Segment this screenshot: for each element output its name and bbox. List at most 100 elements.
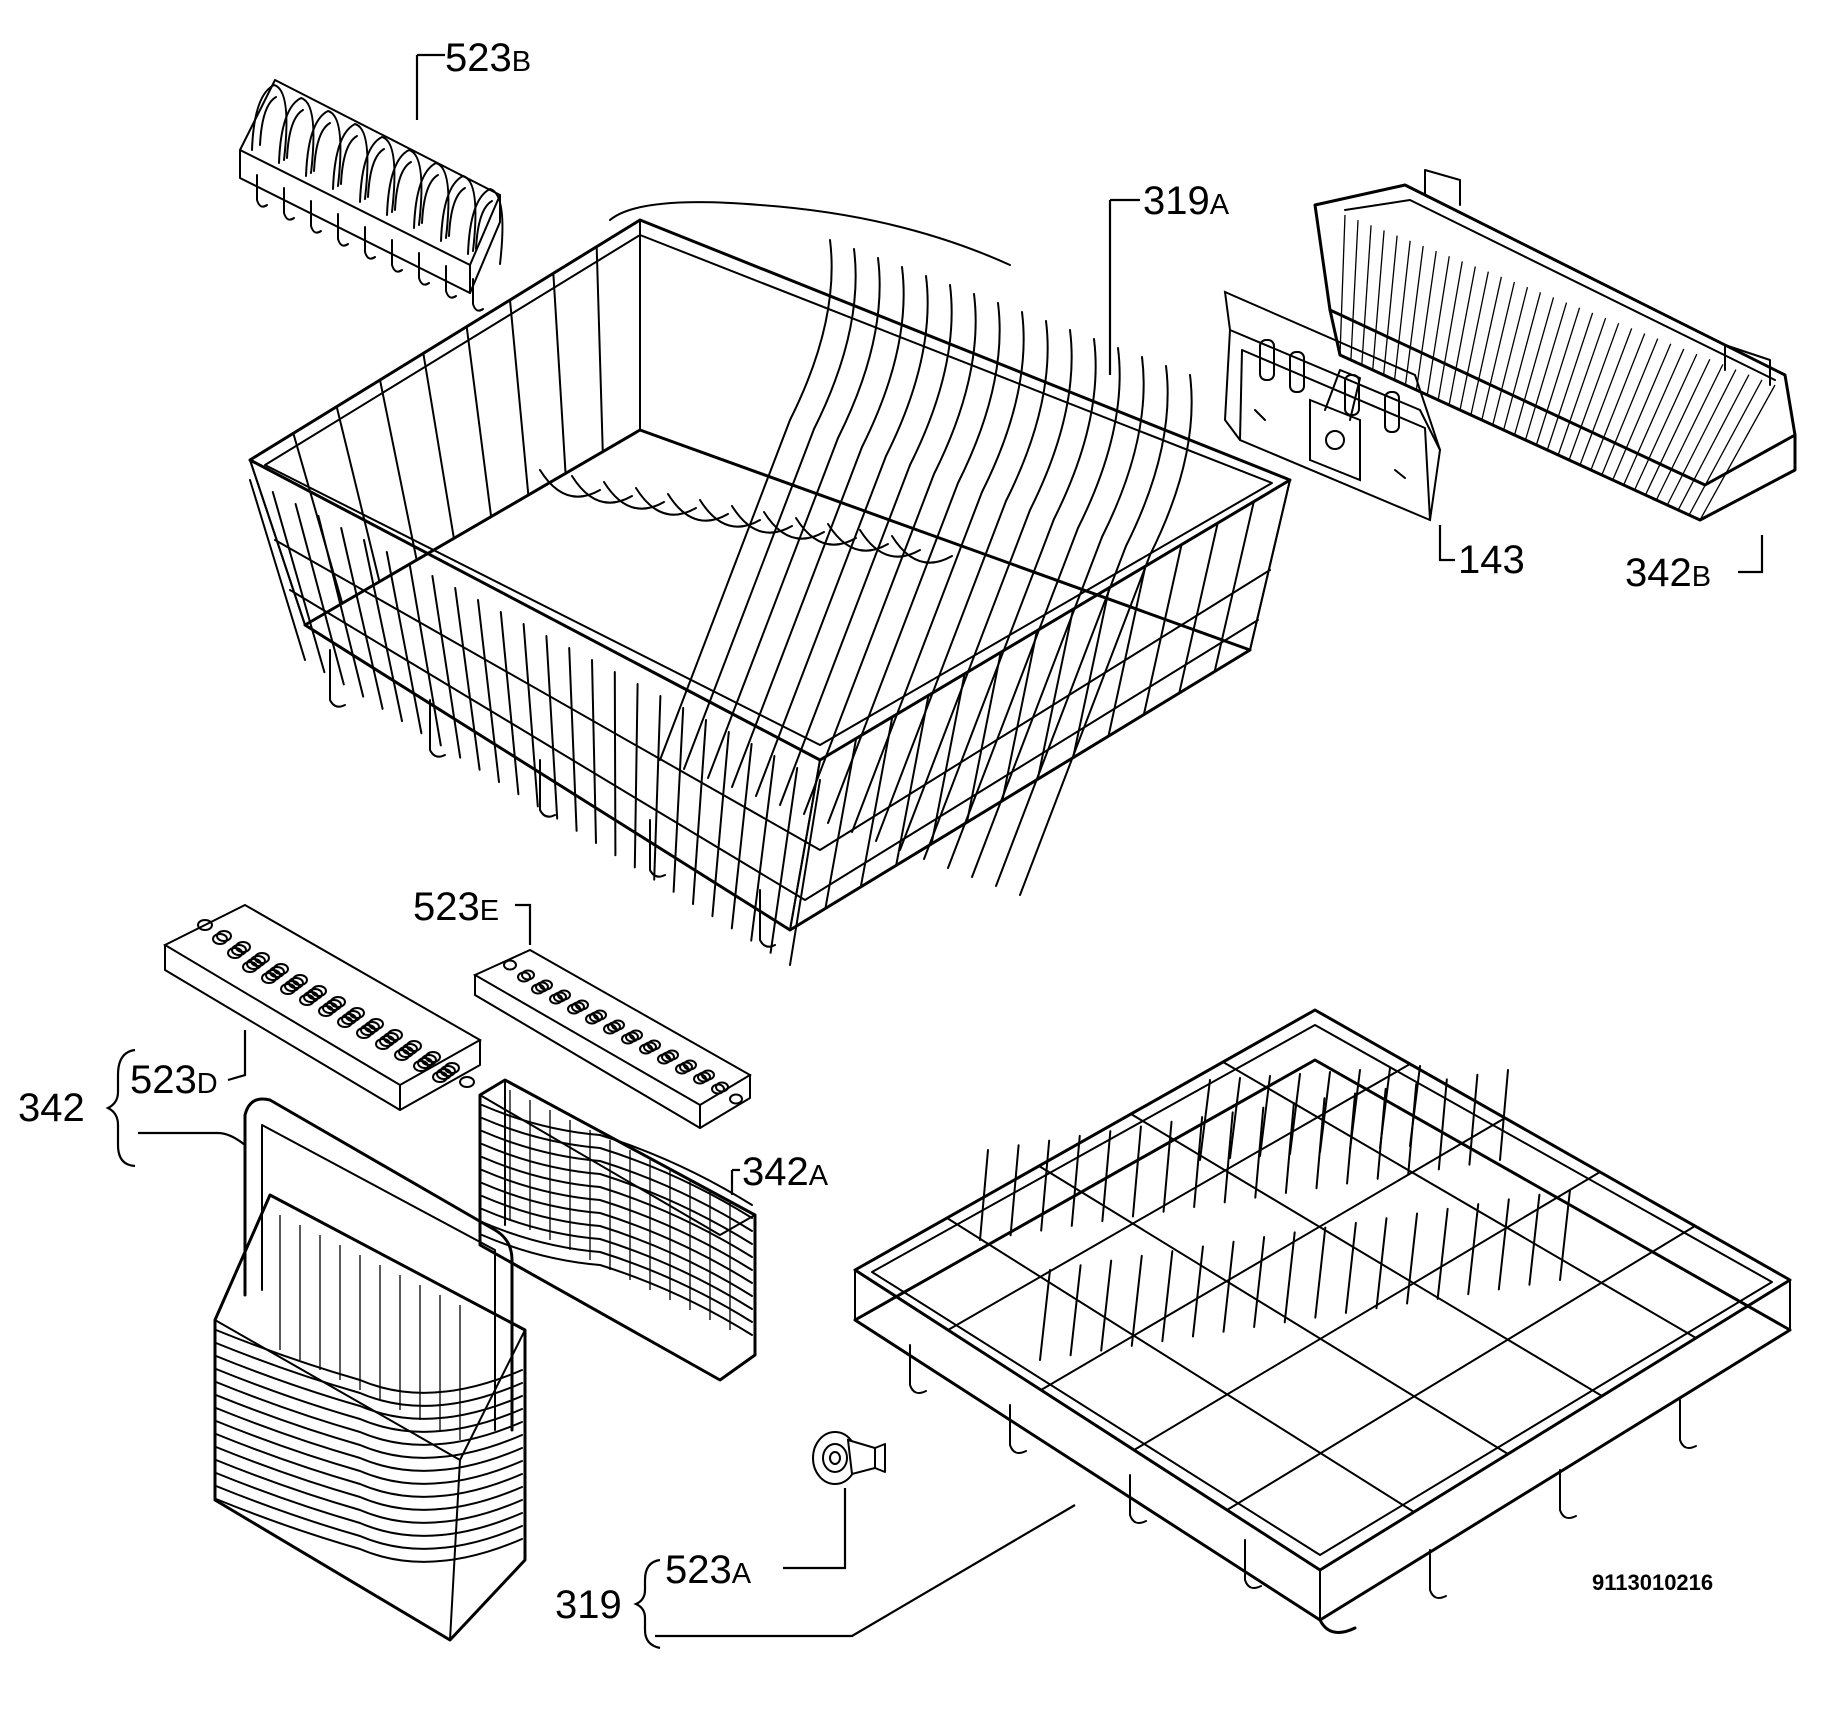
wire-stroke (413, 162, 450, 239)
wire-stroke (481, 1221, 753, 1323)
wire-stroke (1677, 374, 1750, 511)
lid-slot (273, 963, 289, 975)
wire-stroke (215, 1381, 523, 1446)
cutlery-lid-small-part (472, 948, 752, 1129)
wire-stroke (249, 479, 306, 661)
wire-stroke (251, 84, 288, 161)
wire-stroke (1415, 250, 1437, 391)
wire-stroke (545, 635, 559, 820)
wire-stroke (340, 135, 358, 185)
wire-stroke (1162, 1120, 1173, 1213)
wire-stroke (995, 365, 1169, 887)
wire-stroke (603, 481, 665, 510)
cup-rack-part (239, 79, 504, 312)
lid-slot (406, 1040, 422, 1052)
wire-stroke (1040, 1139, 1051, 1232)
wire-stroke (215, 1407, 523, 1472)
wire-stroke (1101, 1130, 1112, 1223)
wire-stroke (509, 299, 530, 496)
wire-stroke (1009, 1404, 1027, 1454)
wire-stroke (445, 265, 457, 299)
lid-slot (360, 1024, 376, 1036)
wire-stroke (391, 239, 403, 273)
cutlery-lid-large-part (162, 903, 483, 1111)
wire-stroke (571, 475, 633, 504)
wire-stroke (730, 743, 753, 930)
wire-stroke (313, 122, 331, 172)
wire-stroke (1568, 322, 1620, 461)
wire-stroke (1688, 379, 1763, 516)
wire-stroke (789, 759, 821, 931)
lid-slot (227, 947, 243, 959)
wire-stroke (481, 1169, 753, 1271)
wire-stroke (1193, 1116, 1204, 1209)
lid-slot (585, 1013, 599, 1025)
wire-stroke (1036, 608, 1075, 781)
basket-wheel-part (812, 1431, 886, 1485)
lid-slot (337, 1016, 353, 1028)
wire-stroke (421, 174, 439, 224)
lid-slot (531, 983, 545, 995)
wire-stroke (1361, 225, 1372, 366)
lid-slot (432, 1071, 448, 1083)
wire-stroke (481, 1234, 753, 1336)
wire-stroke (292, 432, 344, 605)
wire-stroke (215, 1342, 523, 1407)
wire-stroke (364, 226, 376, 260)
wire-stroke (965, 651, 1002, 824)
wire-stroke (1612, 343, 1672, 481)
wire-stroke (359, 136, 396, 213)
wire-stroke (363, 539, 403, 722)
lid-slot (216, 930, 232, 942)
wire-stroke (707, 257, 881, 779)
lid-slot (368, 1018, 384, 1030)
lid-slot (425, 1051, 441, 1063)
lid-slot (394, 1049, 410, 1061)
label-523E: 523E (413, 885, 500, 929)
wire-stroke (1349, 1069, 1361, 1151)
wire-stroke (1426, 256, 1450, 396)
lid-slot (383, 1032, 399, 1044)
wire-stroke (1437, 1078, 1448, 1171)
lid-slot (379, 1035, 395, 1047)
wire-stroke (1178, 522, 1219, 695)
lid-slot (440, 1065, 456, 1077)
wire-stroke (1524, 302, 1568, 441)
wire-stroke (1199, 1079, 1211, 1161)
wire-stroke (1129, 1474, 1147, 1524)
lid-slot (231, 944, 247, 956)
wire-stroke (1535, 307, 1581, 446)
lid-slot (349, 1007, 365, 1019)
wire-stroke (259, 96, 277, 146)
lid-slot (402, 1043, 418, 1055)
wire-stroke (1100, 1259, 1113, 1352)
leader-lines (105, 53, 1764, 1650)
wire-stroke (649, 819, 666, 878)
lid-slot (364, 1021, 380, 1033)
wire-stroke (475, 200, 493, 250)
wire-stroke (731, 266, 905, 788)
wire-stroke (289, 589, 1259, 901)
wire-stroke (891, 535, 953, 564)
basket-adjuster-part (1223, 290, 1442, 522)
wire-stroke (1191, 1245, 1204, 1338)
wire-stroke (317, 515, 365, 698)
wire-stroke (481, 1208, 753, 1310)
wire-stroke (335, 405, 381, 583)
wire-stroke (795, 517, 857, 546)
wire-stroke (1040, 1117, 1506, 1391)
wire-stroke (1436, 1207, 1449, 1300)
lid-slot (307, 988, 323, 1000)
wire-stroke (286, 109, 304, 159)
wire-stroke (789, 779, 821, 966)
wire-stroke (340, 527, 384, 710)
wire-stroke (465, 325, 493, 518)
wire-stroke (552, 272, 567, 475)
wire-stroke (1382, 235, 1398, 376)
wire-stroke (979, 1149, 989, 1241)
wire-stroke (274, 539, 1271, 851)
wire-stroke (1655, 364, 1724, 501)
wire-stroke (930, 672, 966, 845)
lid-slot (375, 1038, 391, 1050)
